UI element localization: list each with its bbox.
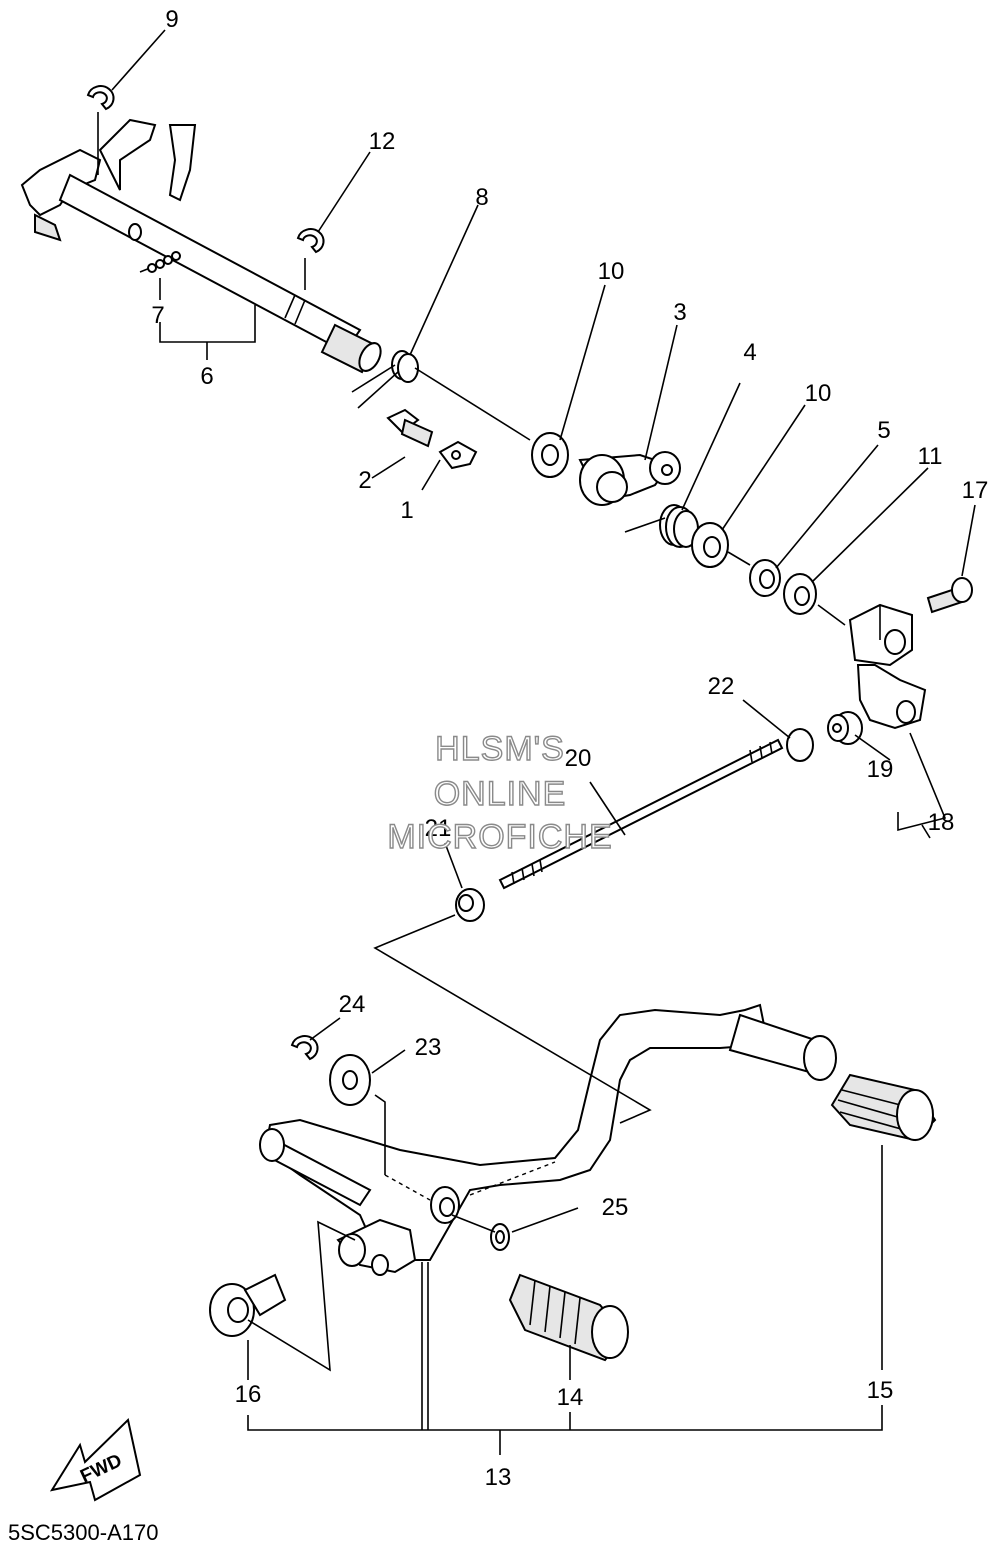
nut-22: [786, 728, 814, 762]
bushing-5: [749, 559, 781, 597]
callout-8: 8: [475, 184, 488, 211]
bolt-2: [386, 408, 434, 448]
callout-4: 4: [743, 339, 756, 366]
callout-15: 15: [867, 1377, 894, 1404]
callout-1: 1: [400, 497, 413, 524]
spring-4: [624, 504, 699, 548]
watermark: HLSM'S ONLINE MICROFICHE: [387, 729, 613, 856]
clip-24: [290, 1035, 319, 1061]
callout-22: 22: [708, 673, 735, 700]
rubber-15: [830, 1073, 937, 1142]
callout-5: 5: [877, 417, 890, 444]
callout-20: 20: [565, 745, 592, 772]
leader-lines: [97, 29, 976, 1455]
callout-3: 3: [673, 299, 686, 326]
callout-21: 21: [425, 815, 452, 842]
washer-1: [438, 440, 478, 470]
callout-17: 17: [962, 477, 989, 504]
clip-25: [490, 1223, 510, 1251]
callout-10-upper: 10: [598, 258, 625, 285]
callout-10-lower: 10: [805, 380, 832, 407]
spring-8: [351, 350, 419, 409]
rubber-14: [508, 1273, 629, 1362]
rod-20: [498, 738, 784, 890]
callout-18: 18: [928, 809, 955, 836]
callout-11: 11: [918, 443, 943, 470]
callout-25: 25: [602, 1194, 629, 1221]
callout-23: 23: [415, 1034, 442, 1061]
callout-14: 14: [557, 1384, 584, 1411]
callout-13: 13: [485, 1464, 512, 1491]
shift-pedal: [259, 1003, 837, 1276]
callout-19: 19: [867, 756, 894, 783]
joint-19: [827, 711, 863, 745]
collar-10-lower: [691, 522, 729, 568]
watermark-line-2: ONLINE: [434, 775, 567, 813]
washer-11: [783, 573, 817, 615]
nut-21: [455, 888, 485, 922]
watermark-line-3: MICROFICHE: [387, 818, 612, 856]
callout-2: 2: [358, 467, 371, 494]
callout-12: 12: [369, 128, 396, 155]
callout-24: 24: [339, 991, 366, 1018]
callout-7: 7: [151, 302, 164, 329]
joint-16: [209, 1273, 287, 1337]
diagram-code: 5SC5300-A170: [8, 1520, 158, 1545]
lever-3: [578, 451, 681, 506]
collar-10-upper: [531, 432, 569, 478]
shift-shaft-assembly: [20, 85, 382, 374]
bolt-17: [926, 577, 973, 614]
washer-23: [329, 1054, 371, 1106]
fwd-arrow-icon: FWD: [49, 1418, 142, 1502]
shift-arm-18: [848, 603, 927, 730]
watermark-line-1: HLSM'S: [435, 730, 565, 768]
callout-labels: 9 12 8 10 3 4 10 5 11 17 7 6 2 1 22 19 1…: [151, 6, 988, 1491]
callout-9: 9: [165, 6, 178, 33]
callout-16: 16: [235, 1381, 262, 1408]
callout-6: 6: [200, 363, 213, 390]
